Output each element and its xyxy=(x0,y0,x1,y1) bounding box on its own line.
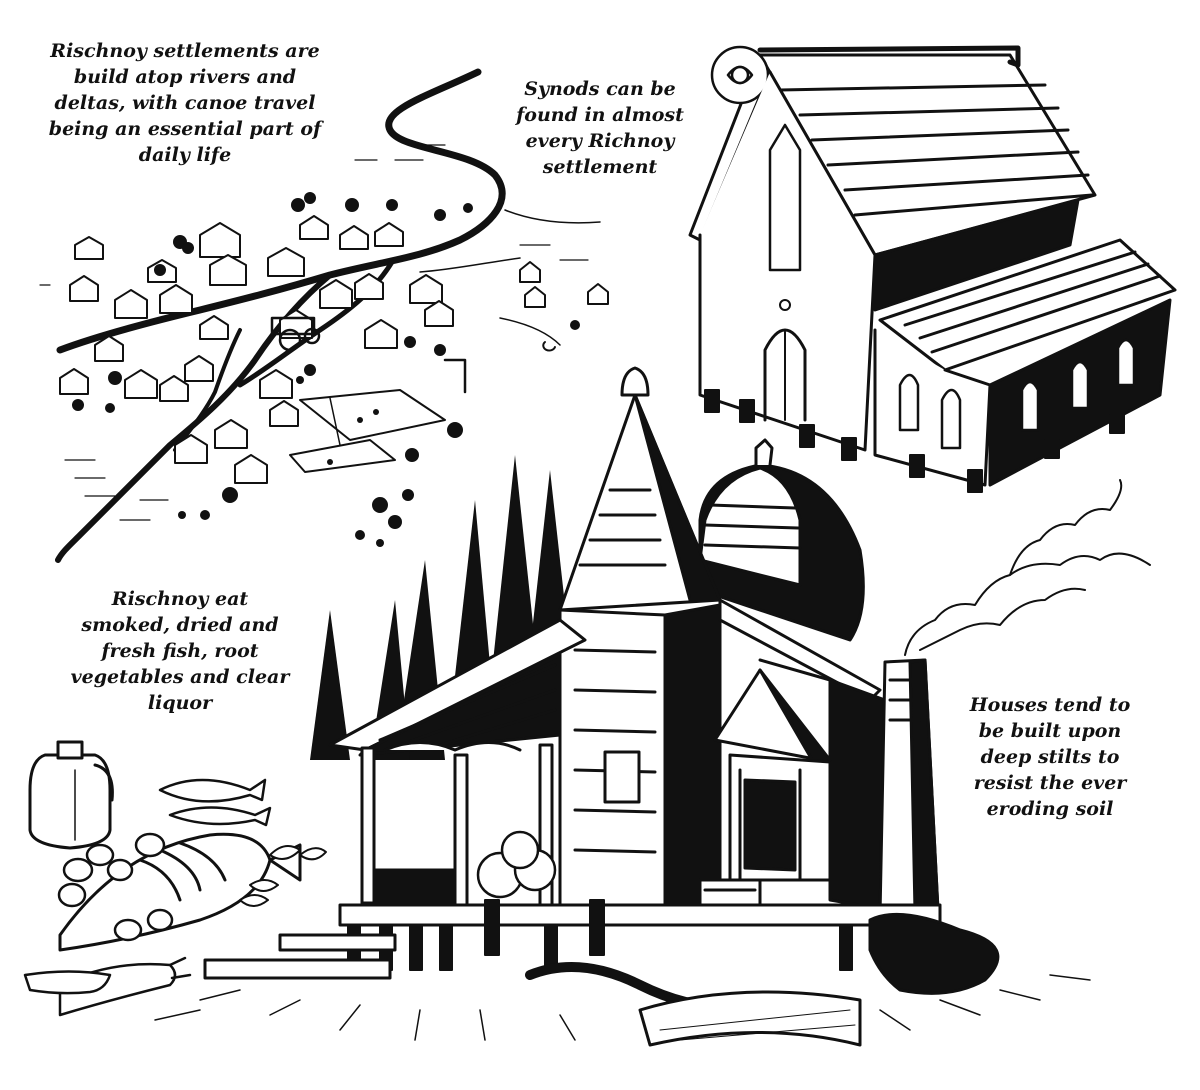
stilt-house xyxy=(203,366,1000,995)
caption-synods: Synods can be found in almost every Rich… xyxy=(516,78,684,178)
synod-church xyxy=(688,45,1177,493)
footbridge xyxy=(154,962,1091,1047)
caption-houses: Houses tend to be built upon deep stilts… xyxy=(969,694,1131,820)
caption-food: Rischnoy eat smoked, dried and fresh fis… xyxy=(70,588,290,714)
smoke-plume xyxy=(904,479,1151,656)
food-still-life xyxy=(23,740,327,1017)
caption-settlements: Rischnoy settlements are build atop rive… xyxy=(48,40,322,166)
river-settlement-map xyxy=(39,68,609,563)
